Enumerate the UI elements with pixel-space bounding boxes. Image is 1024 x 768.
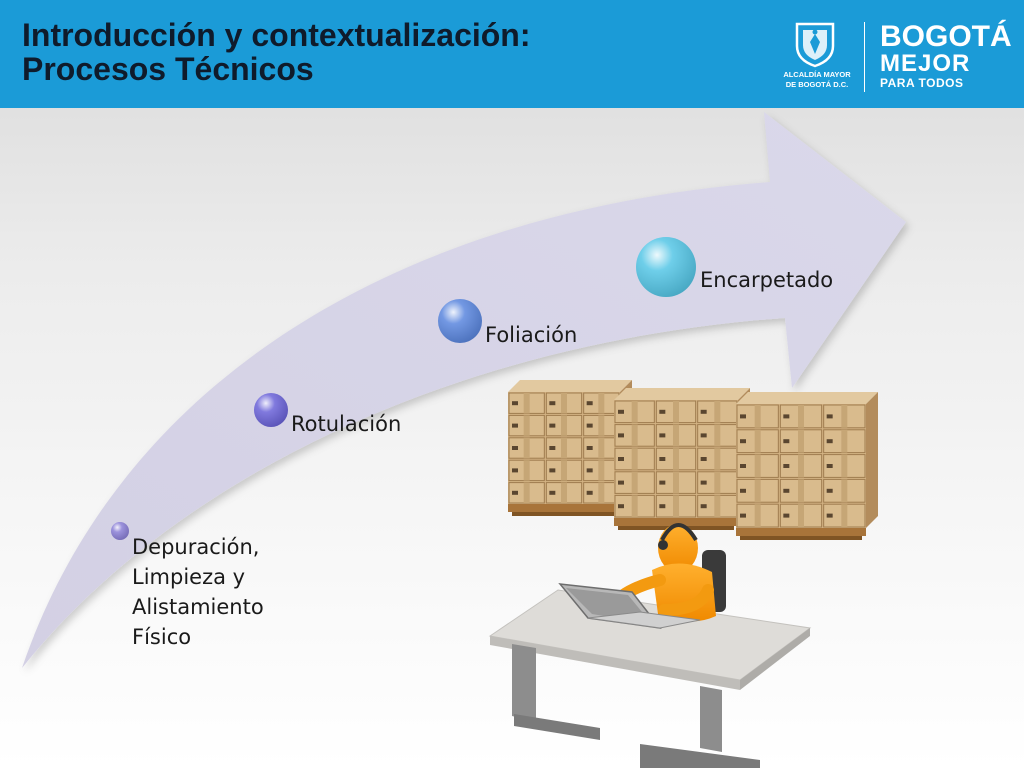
step-markers	[111, 237, 696, 540]
step-label-foliacion: Foliación	[485, 323, 578, 347]
step-marker-depuracion	[111, 522, 129, 540]
step-marker-rotulacion	[254, 393, 288, 427]
slide-title-line1: Introducción y contextualización:	[22, 17, 531, 53]
brand-line2: MEJOR	[880, 50, 971, 77]
logo-divider	[864, 22, 865, 92]
step-label-depuracion: Depuración, Limpieza y Alistamiento Físi…	[132, 535, 264, 649]
desk-worker-icon	[488, 523, 812, 768]
bogota-coat-of-arms-icon	[795, 22, 835, 68]
alcaldia-line1: ALCALDÍA MAYOR	[783, 70, 851, 79]
slide-title: Introducción y contextualización: Proces…	[22, 18, 531, 86]
bogota-mejor-logo: BOGOTÁ MEJOR PARA TODOS	[880, 20, 1012, 91]
pallet-boxes-icon	[508, 380, 878, 540]
alcaldia-logo-text: ALCALDÍA MAYOR DE BOGOTÁ D.C.	[776, 70, 858, 90]
step-marker-encarpetado	[636, 237, 696, 297]
header-bar: Introducción y contextualización: Proces…	[0, 0, 1024, 108]
step-marker-foliacion	[438, 299, 482, 343]
alcaldia-line2: DE BOGOTÁ D.C.	[785, 80, 849, 89]
step-label-encarpetado: Encarpetado	[700, 268, 834, 292]
brand-line1: BOGOTÁ	[880, 20, 1012, 53]
slide-title-line2: Procesos Técnicos	[22, 51, 314, 87]
brand-line3: PARA TODOS	[880, 76, 964, 90]
step-label-rotulacion: Rotulación	[291, 412, 402, 436]
